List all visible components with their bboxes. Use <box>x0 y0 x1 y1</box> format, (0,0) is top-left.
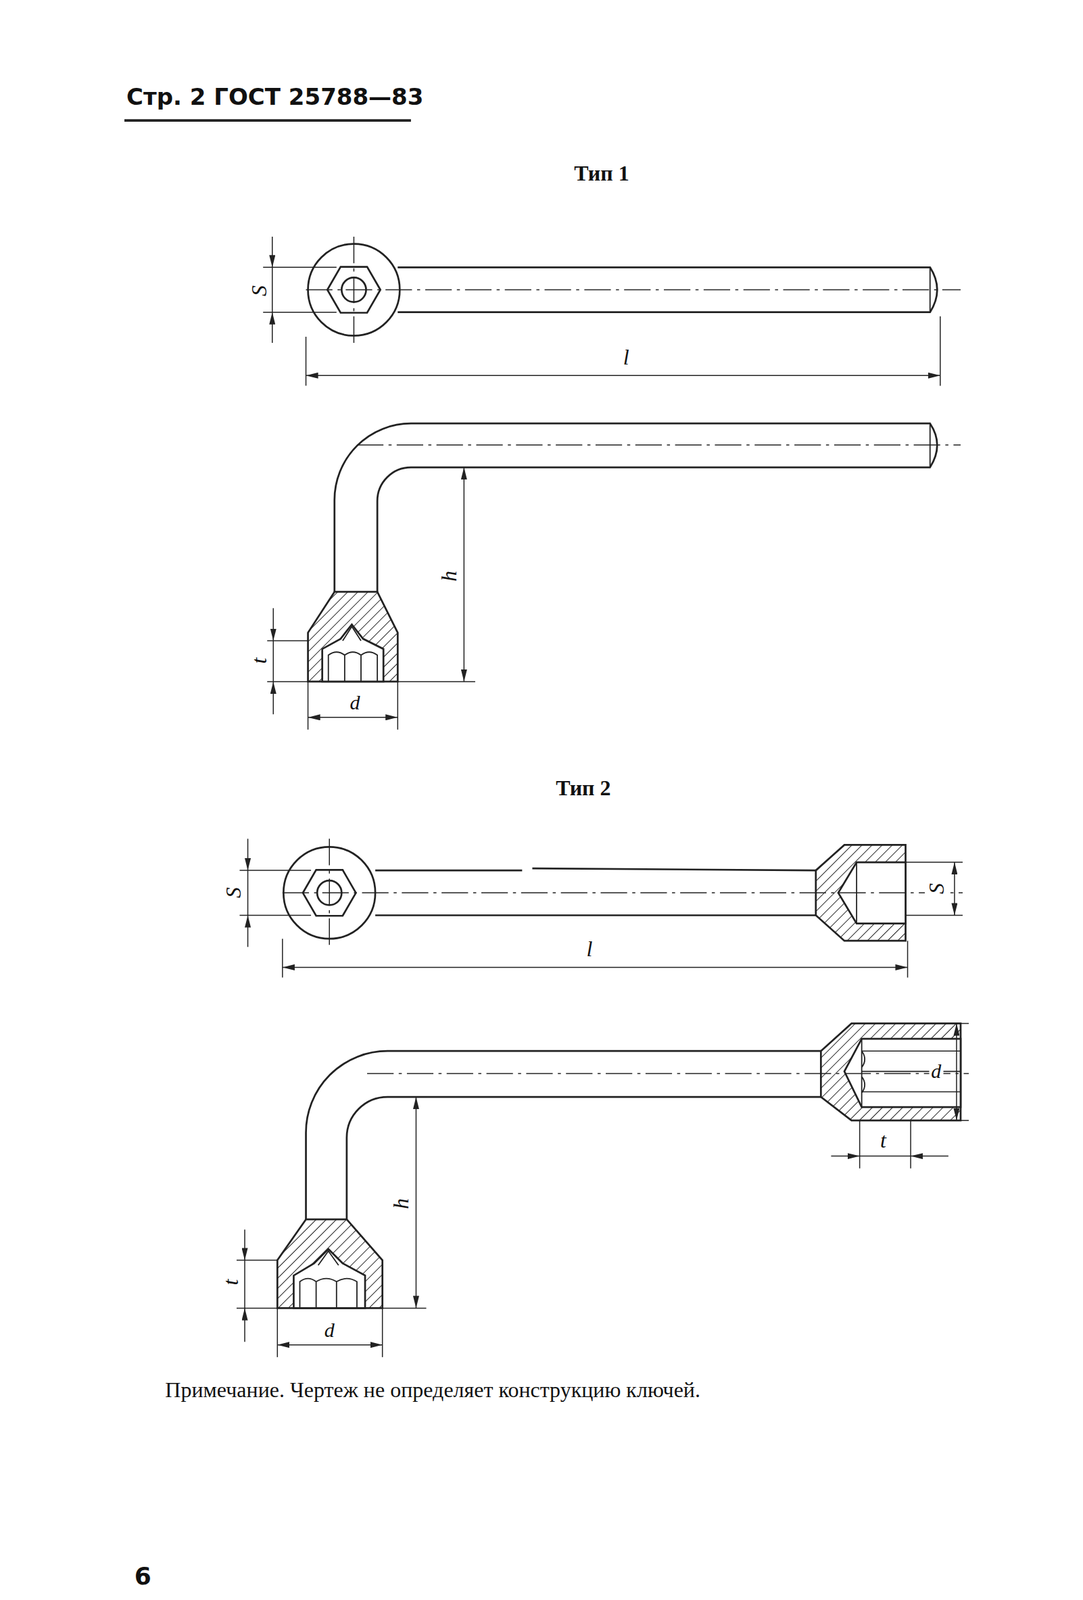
dimension-label: t <box>247 655 271 666</box>
type-heading: Тип 2 <box>553 776 613 800</box>
dimension-label: d <box>347 691 362 714</box>
page-header: Стр. 2 ГОСТ 25788—83 <box>124 84 426 109</box>
dimension-label: S <box>247 283 271 299</box>
dimension-label: d <box>322 1318 337 1341</box>
drawing-note: Примечание. Чертеж не определяет констру… <box>162 1377 703 1401</box>
dimension-label: S <box>924 880 948 896</box>
dimension-label: h <box>437 568 461 584</box>
dimension-label: h <box>389 1195 413 1211</box>
dimension-label: t <box>878 1128 889 1152</box>
dimension-label: S <box>221 884 245 900</box>
type-heading: Тип 1 <box>571 161 631 185</box>
dimension-label: l <box>584 936 595 960</box>
dimension-label: l <box>621 345 632 369</box>
page-number: 6 <box>132 1562 154 1589</box>
dimension-label: t <box>219 1277 243 1288</box>
dimension-label: d <box>928 1060 944 1082</box>
